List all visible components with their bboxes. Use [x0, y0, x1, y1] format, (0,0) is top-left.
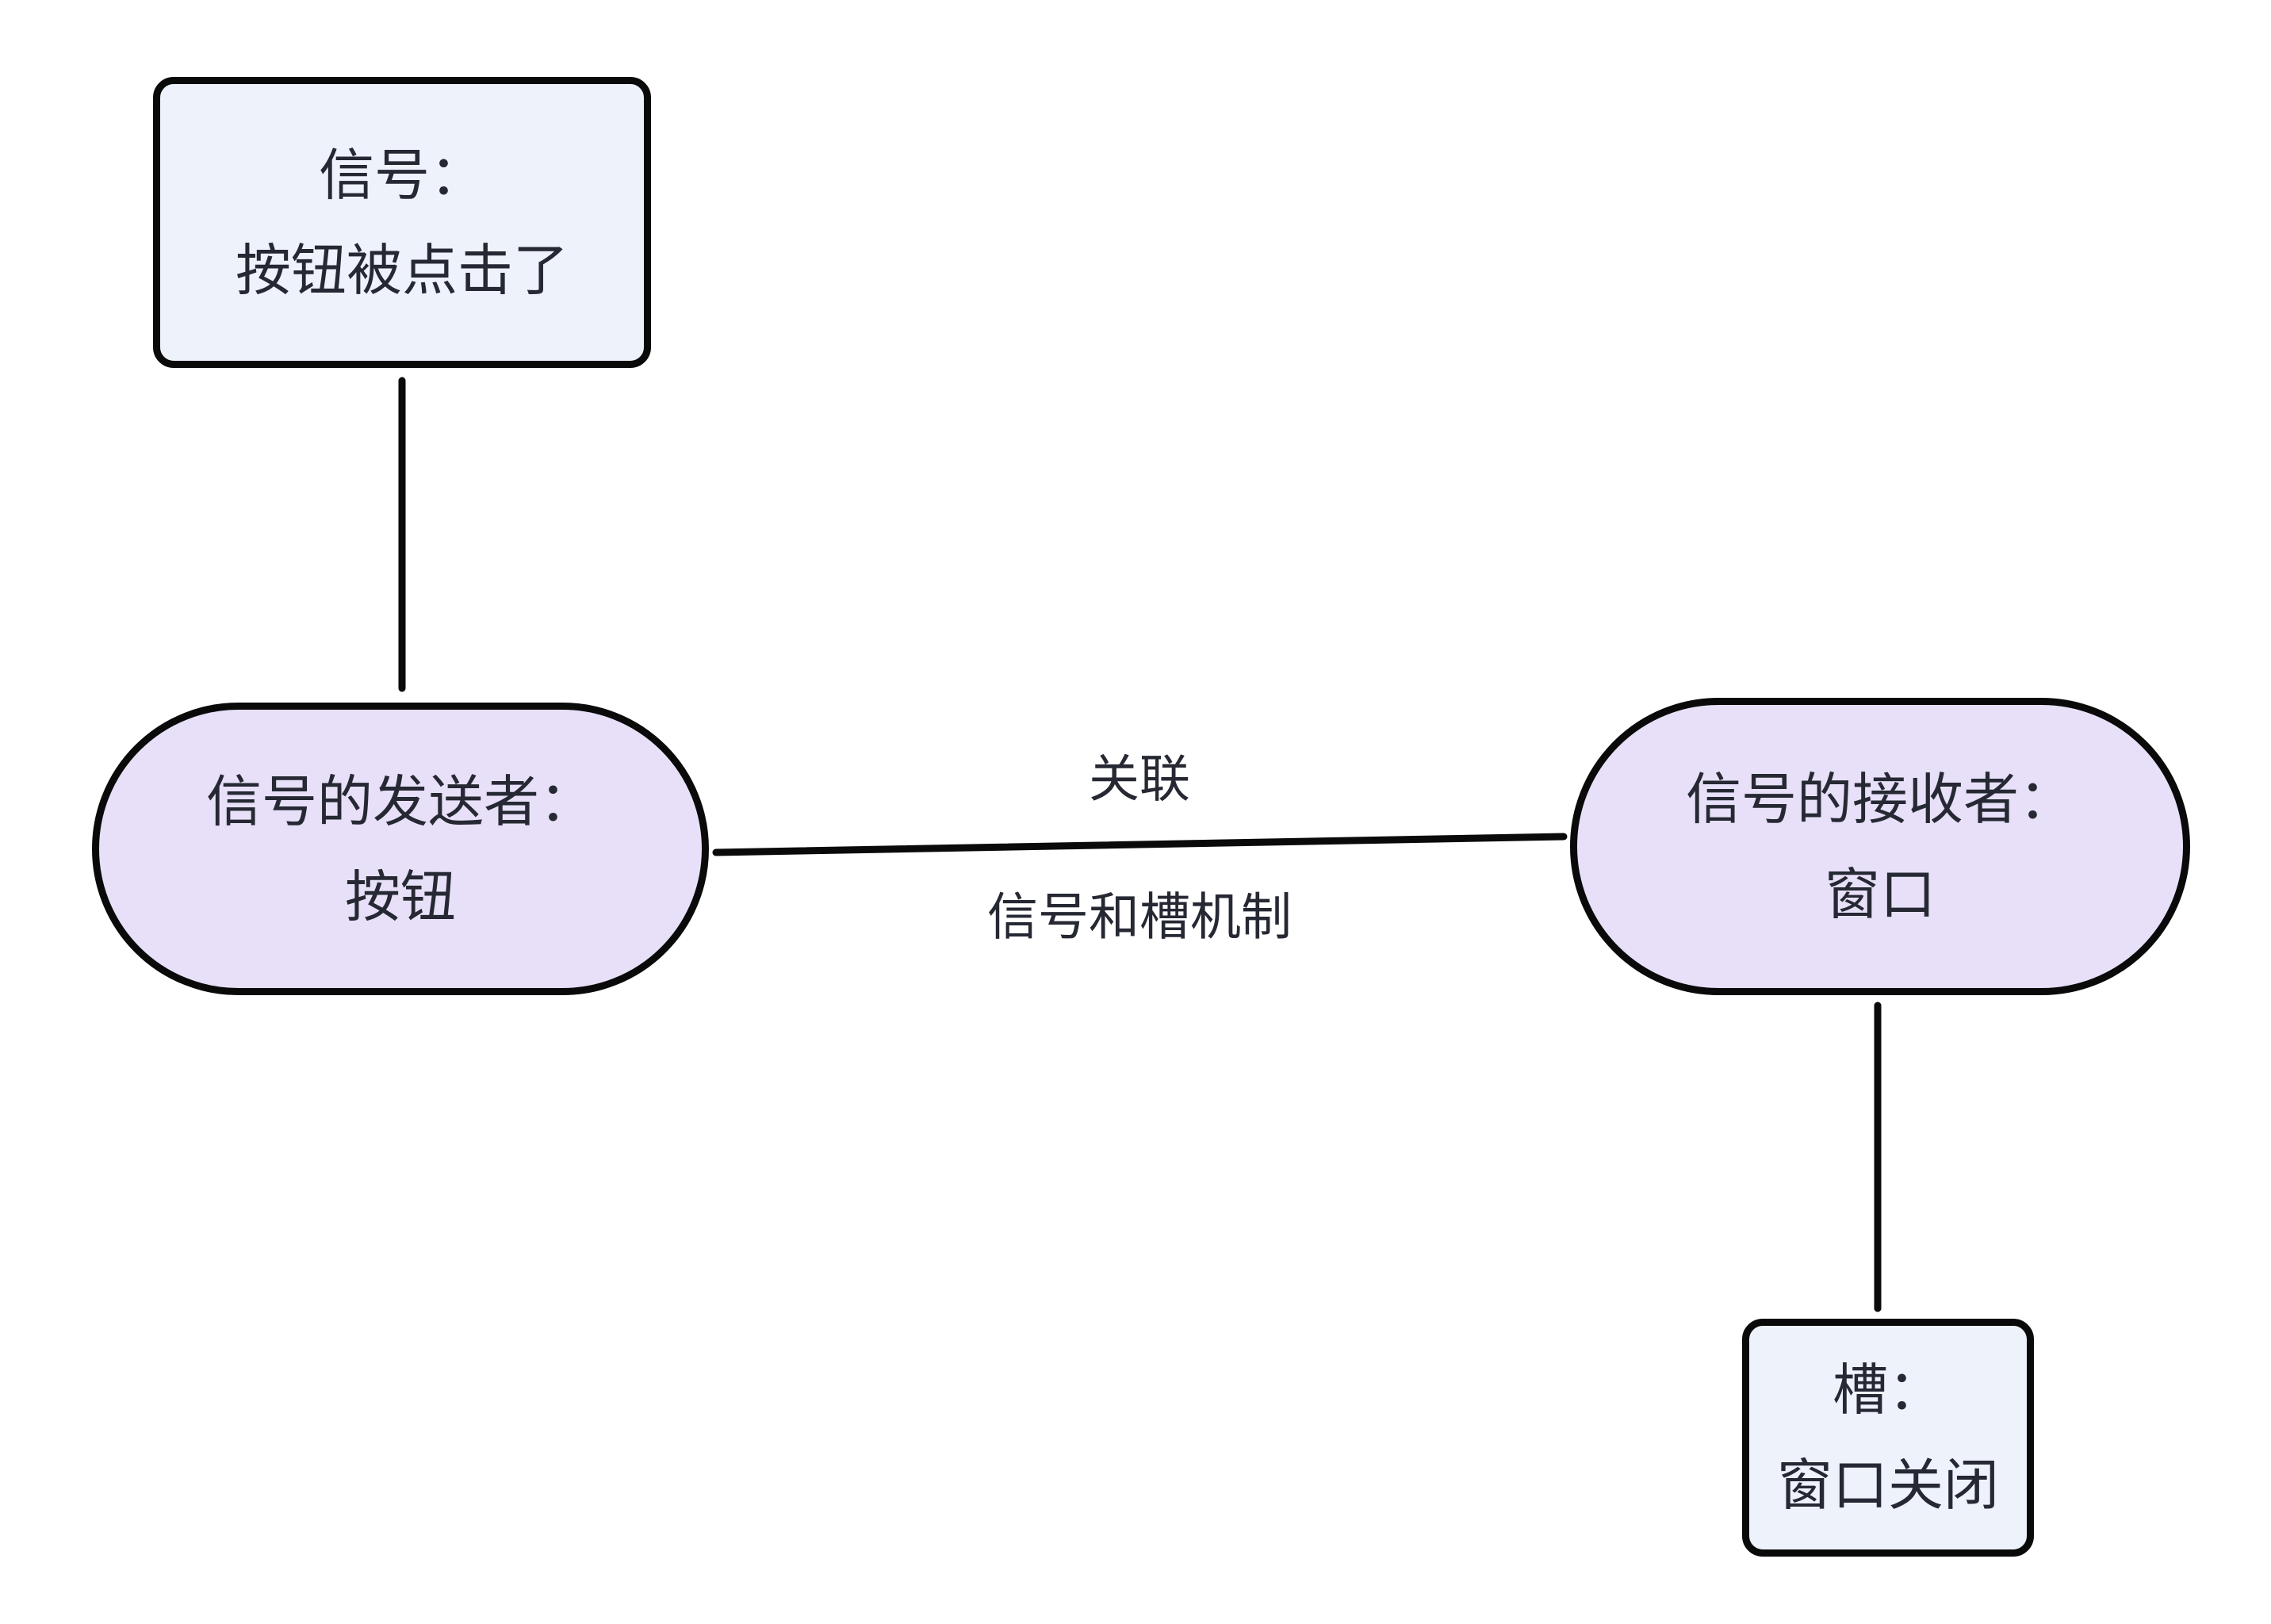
node-slot-line-2: 窗口关闭 [1777, 1454, 1999, 1516]
edge-label-association: 关联 [1089, 750, 1190, 808]
node-receiver-line-1: 信号的接收者： [1686, 768, 2074, 830]
node-signal: 信号： 按钮被点击了 [153, 77, 651, 368]
edge-label-mechanism: 信号和槽机制 [987, 888, 1292, 946]
node-sender-line-1: 信号的发送者： [206, 770, 595, 833]
node-slot: 槽： 窗口关闭 [1742, 1319, 2034, 1557]
node-signal-line-1: 信号： [319, 144, 485, 206]
edge-sender-to-receiver [712, 833, 1568, 856]
node-slot-line-1: 槽： [1833, 1359, 1944, 1421]
node-signal-line-2: 按钮被点击了 [236, 239, 569, 301]
node-sender: 信号的发送者： 按钮 [92, 703, 709, 995]
node-receiver-line-2: 窗口 [1825, 863, 1936, 925]
node-receiver: 信号的接收者： 窗口 [1570, 698, 2190, 995]
node-sender-line-2: 按钮 [345, 865, 456, 928]
